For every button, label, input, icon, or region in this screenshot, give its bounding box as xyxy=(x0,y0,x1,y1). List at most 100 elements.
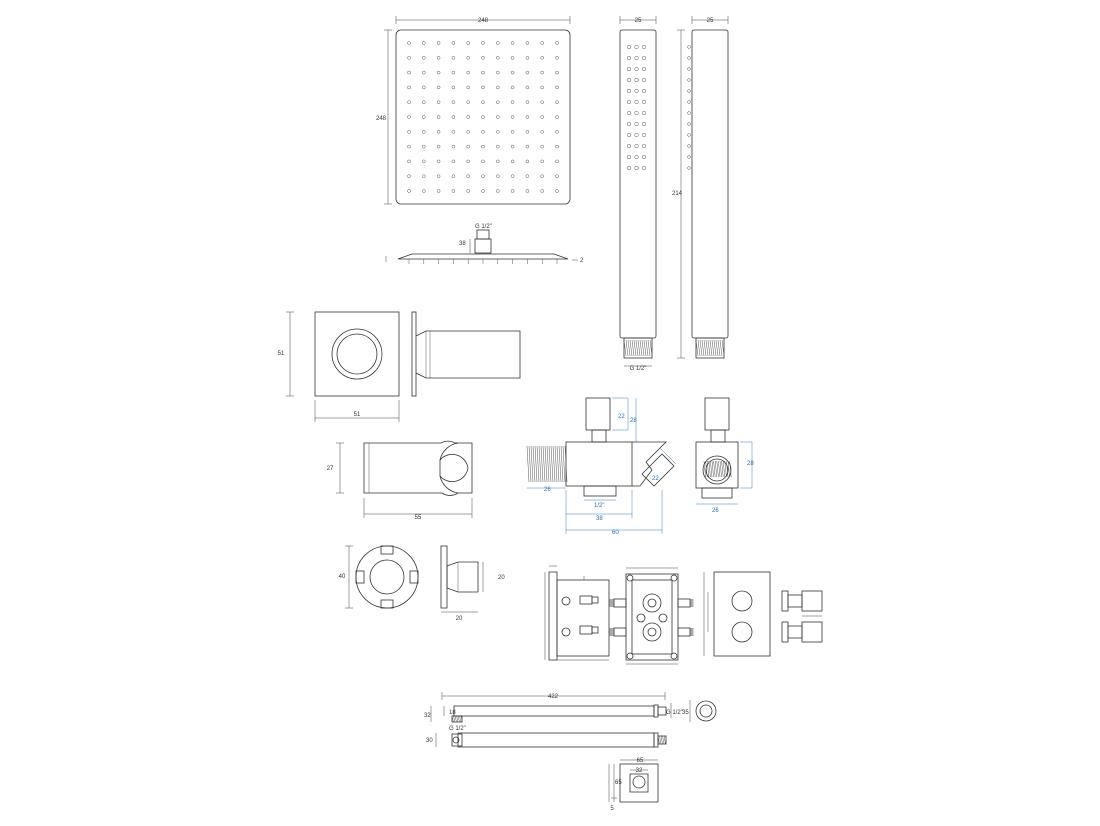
thread-line xyxy=(625,339,629,357)
thread-line xyxy=(629,339,633,357)
nozzle-hole xyxy=(466,144,470,149)
nozzle-hole xyxy=(641,143,647,149)
nozzle-hole xyxy=(555,56,559,60)
elbow-thread-hatch xyxy=(526,445,568,483)
thread-line xyxy=(556,445,560,483)
nozzle-hole xyxy=(626,44,632,50)
nozzle-hole xyxy=(466,85,470,90)
nozzle-hole xyxy=(496,41,500,45)
nozzle-hole xyxy=(422,41,426,45)
nozzle-hole xyxy=(496,100,500,104)
thread-line xyxy=(713,339,717,357)
nozzle-hole xyxy=(407,100,411,104)
thread-line xyxy=(453,715,456,723)
thread-line xyxy=(457,715,460,723)
valve-views xyxy=(544,565,823,665)
shower-head-thickness-label: 2 xyxy=(580,258,584,264)
valve-thread-ends xyxy=(609,599,694,636)
nozzle-hole xyxy=(634,143,639,149)
thread-line xyxy=(540,445,544,483)
nozzle-hole xyxy=(436,70,441,75)
nozzle-hole xyxy=(422,85,426,90)
nozzle-hole xyxy=(451,174,456,178)
nozzle-hole xyxy=(540,115,544,119)
nozzle-hole xyxy=(481,159,485,164)
thread-line xyxy=(703,460,706,478)
nozzle-hole xyxy=(555,85,559,90)
nozzle-hole xyxy=(422,70,426,75)
nozzle-hole xyxy=(510,159,515,164)
nozzle-hole xyxy=(451,159,456,164)
thread-line xyxy=(727,460,730,478)
thread-line xyxy=(460,715,463,723)
nozzle-hole xyxy=(626,77,632,83)
nozzle-hole xyxy=(481,144,485,149)
thread-line xyxy=(558,445,562,483)
nozzle-hole xyxy=(436,174,441,178)
hand-shower-nozzles xyxy=(626,44,647,171)
nozzle-hole xyxy=(687,155,691,159)
nozzle-hole xyxy=(626,143,632,149)
elbow-inner-width-label: 38 xyxy=(596,516,603,522)
nozzle-hole xyxy=(634,110,639,116)
thread-line xyxy=(635,339,639,357)
shower-head-width-label: 248 xyxy=(478,18,489,24)
hand-shower-side-nozzles xyxy=(687,45,691,170)
thread-line xyxy=(538,445,542,483)
nozzle-hole xyxy=(466,56,470,60)
arm-thread-right-label: G 1/2" xyxy=(666,710,683,716)
thread-line xyxy=(717,339,721,357)
elbow-angle-arm-label: 22 xyxy=(652,476,659,482)
nozzle-hole xyxy=(436,159,441,164)
elbow-total-height-label: 28 xyxy=(630,418,637,424)
nozzle-hole xyxy=(525,115,530,119)
thread-line xyxy=(708,460,711,478)
thread-line xyxy=(705,339,709,357)
thread-line xyxy=(703,339,707,357)
thread-line xyxy=(659,735,662,745)
nozzle-hole xyxy=(687,166,691,170)
nozzle-hole xyxy=(510,70,515,75)
nozzle-hole xyxy=(540,174,544,178)
arm-base-width-label: 65 xyxy=(637,758,644,764)
arm-height-total-label: 32 xyxy=(424,713,431,719)
holder-view: 27 55 xyxy=(327,440,473,521)
nozzle-hole xyxy=(407,130,411,134)
nozzle-hole xyxy=(634,66,639,72)
thread-line xyxy=(718,460,721,478)
nozzle-hole xyxy=(510,100,515,104)
nozzle-hole xyxy=(525,100,530,104)
nozzle-hole xyxy=(510,144,515,149)
nozzle-hole xyxy=(481,41,485,45)
nozzle-hole xyxy=(555,174,559,178)
nozzle-hole xyxy=(407,144,411,149)
thread-line xyxy=(526,445,530,483)
thread-line xyxy=(662,735,665,745)
thread-line xyxy=(722,460,726,478)
thread-line xyxy=(663,735,666,745)
thread-line xyxy=(645,339,649,357)
nozzle-hole xyxy=(436,189,441,193)
nozzle-hole xyxy=(466,174,470,178)
nozzle-hole xyxy=(451,115,456,119)
nozzle-hole xyxy=(407,115,411,119)
thread-line xyxy=(451,715,454,723)
nozzle-hole xyxy=(466,130,470,134)
nozzle-hole xyxy=(422,174,426,178)
nozzle-hole xyxy=(422,56,426,60)
nozzle-hole xyxy=(525,174,530,178)
nozzle-hole xyxy=(436,56,441,60)
hand-shower-views: 25 G 1/2" 25 214 xyxy=(619,16,729,372)
thread-line xyxy=(726,460,729,478)
nozzle-hole xyxy=(510,56,515,60)
nozzle-hole xyxy=(496,115,500,119)
nozzle-hole xyxy=(626,165,632,171)
arm-length-label: 422 xyxy=(548,694,559,700)
thread-line xyxy=(724,460,727,478)
nozzle-hole xyxy=(422,189,426,193)
nozzle-hole xyxy=(641,44,647,50)
elbow-left-offset-label: 26 xyxy=(544,487,551,493)
nozzle-hole xyxy=(481,115,485,119)
thread-line xyxy=(719,339,723,357)
